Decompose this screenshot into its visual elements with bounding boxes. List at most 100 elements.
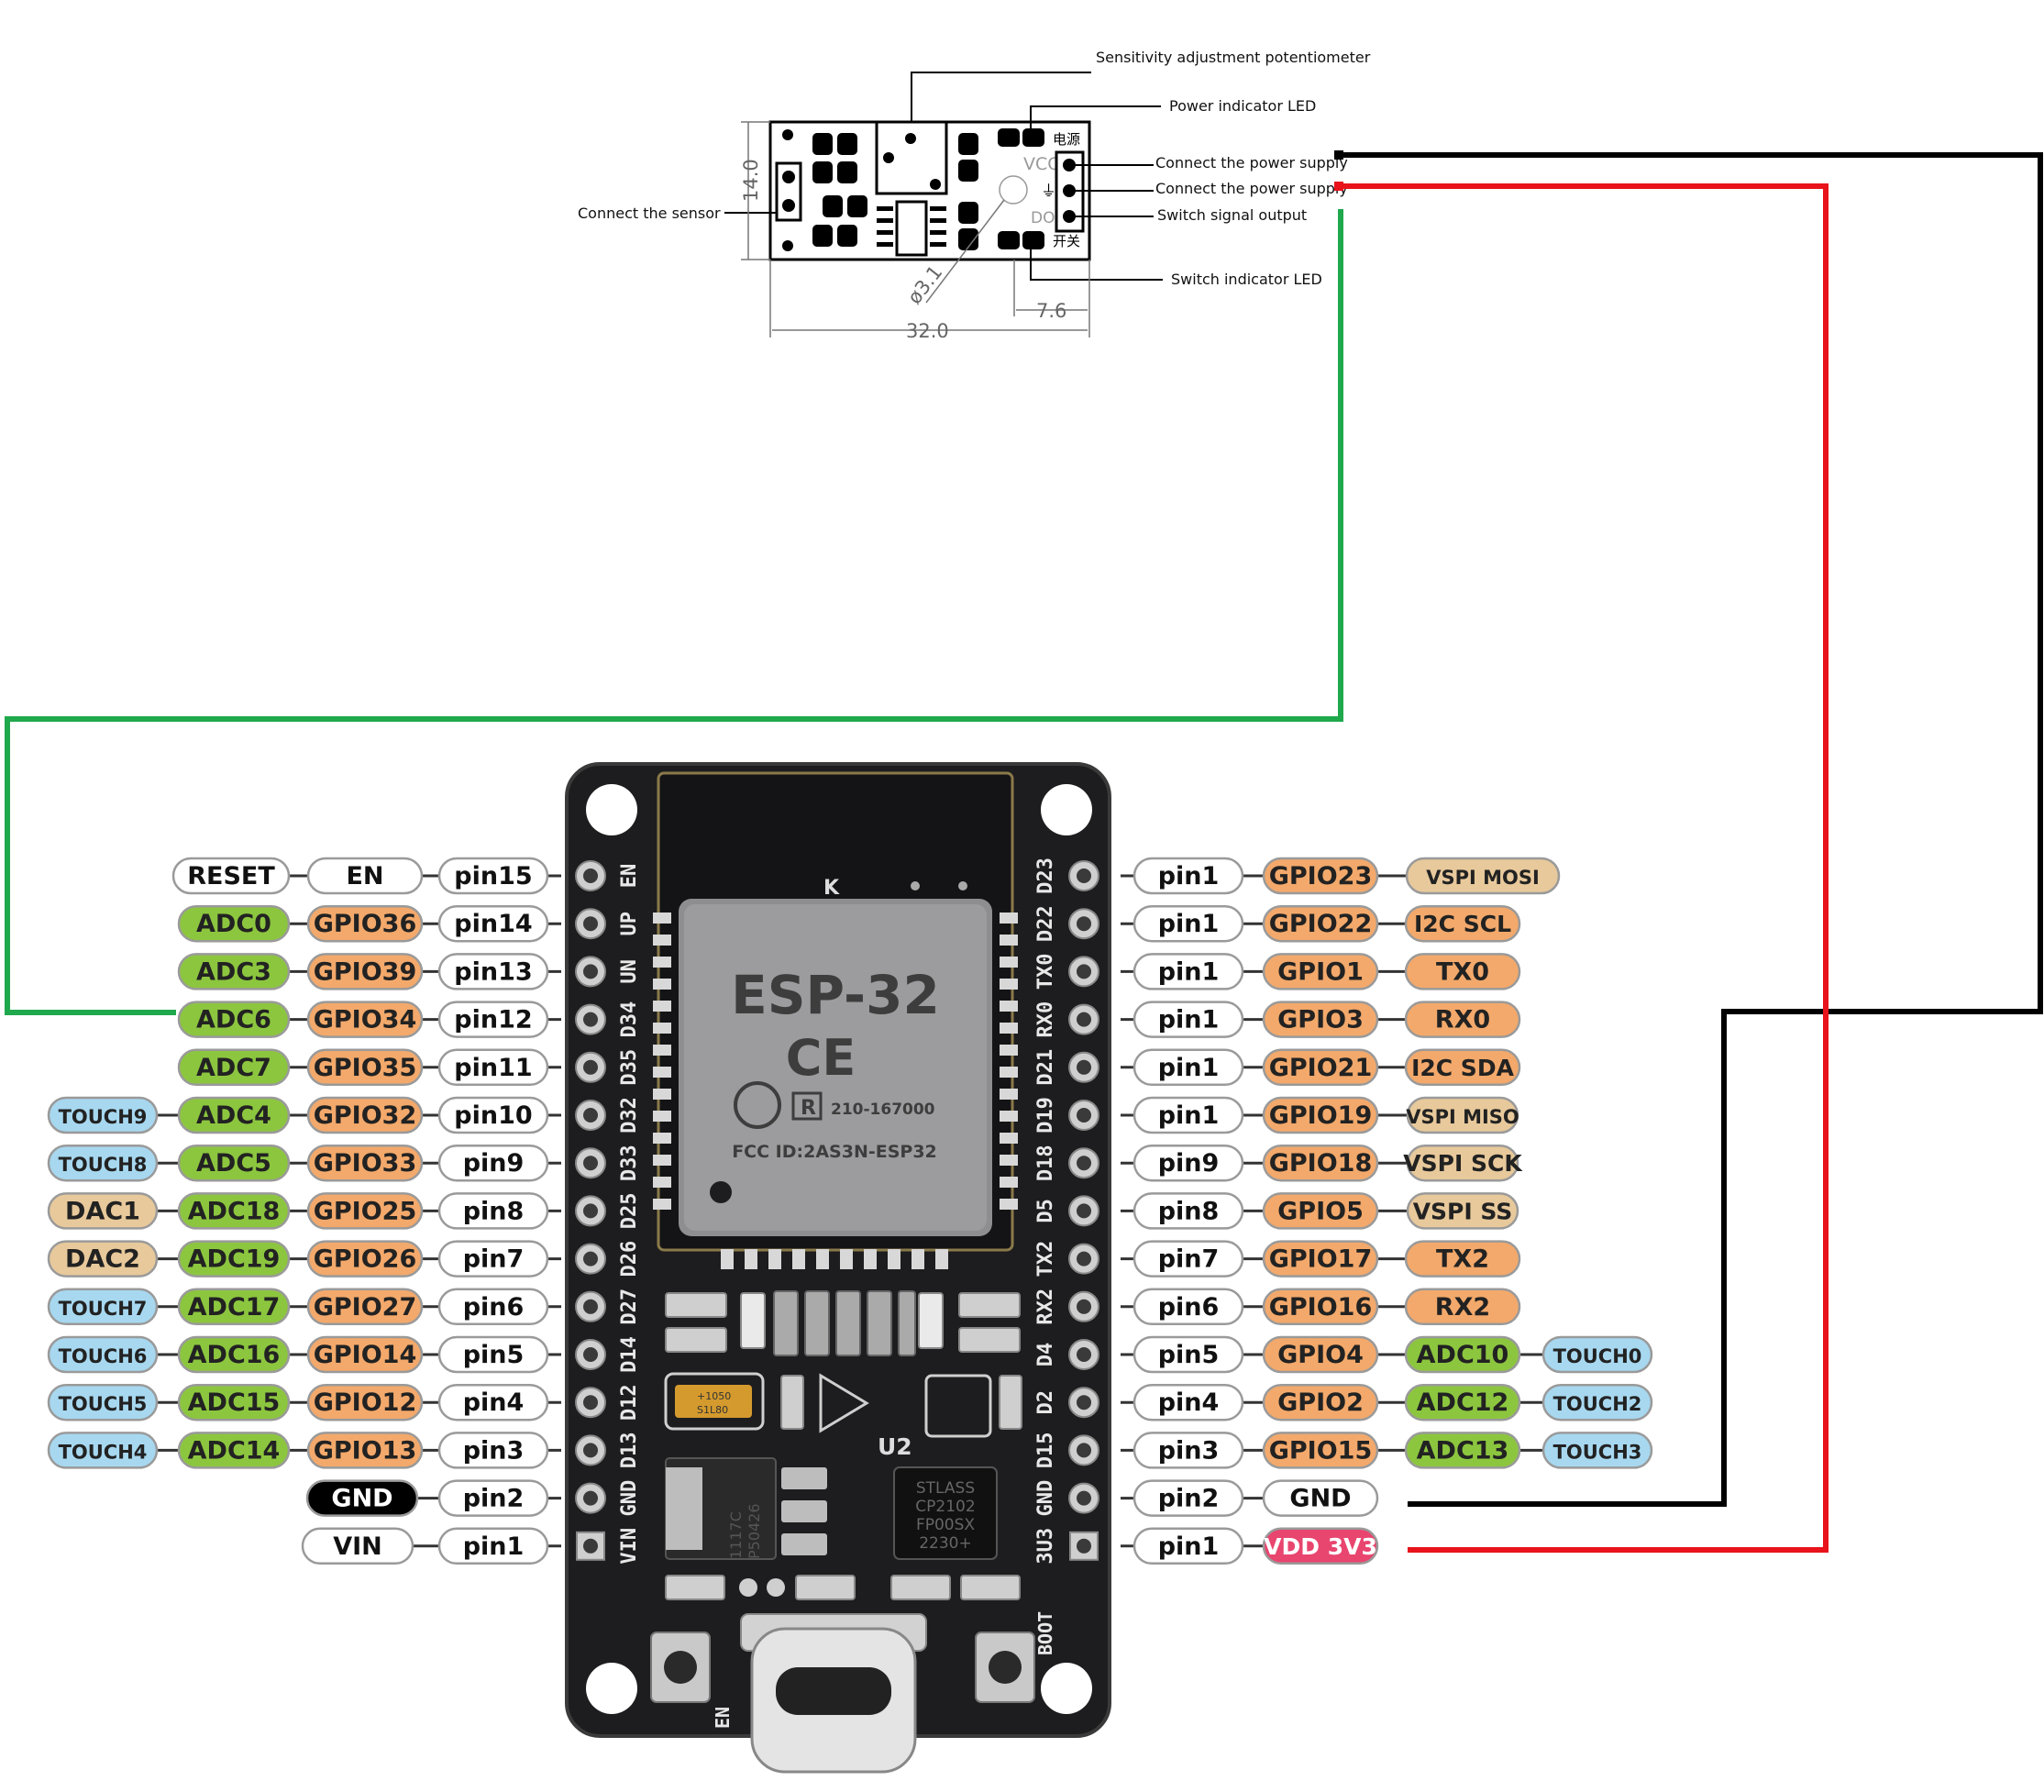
pin-label-bg: [437, 1527, 549, 1565]
pin-label-text: TOUCH7: [59, 1298, 148, 1320]
header-pin-hole: [1077, 1443, 1091, 1458]
pin-label-pin10: pin10: [437, 1096, 549, 1134]
header-pin-hole: [583, 868, 598, 883]
esp32-board: K ESP-32 CE R 210-167000 FCC ID:2AS3N-ES…: [565, 762, 1111, 1774]
pin-label-bg: [437, 1335, 549, 1374]
pin-label-bg: [1262, 904, 1379, 943]
switch-led-pad: [998, 231, 1020, 249]
pin-label-text: GPIO32: [314, 1101, 417, 1130]
castellation: [653, 1045, 671, 1056]
boot-button-cap[interactable]: [989, 1651, 1022, 1684]
pin-label-bg: [47, 1432, 159, 1469]
pin-label-bg: [437, 1001, 549, 1038]
header-pin-hole: [1077, 1251, 1091, 1267]
pin-label-touch3: TOUCH3: [1541, 1432, 1653, 1469]
header-pin-hole: [1077, 1538, 1091, 1554]
pin-label-bg: [1262, 1383, 1379, 1421]
pin-label-text: ADC17: [188, 1293, 281, 1322]
pin-label-bg: [1262, 1479, 1379, 1517]
pin-label-bg: [47, 1192, 159, 1230]
pin-label-text: TOUCH8: [59, 1154, 148, 1176]
pin-label-bg: [1132, 904, 1244, 943]
pin-label-text: GPIO33: [314, 1149, 417, 1178]
silk-right-tx0: TX0: [1034, 954, 1057, 990]
pin-label-text: ADC4: [196, 1101, 271, 1130]
pin-label-adc4: ADC4: [177, 1096, 291, 1134]
pin-label-pin9: pin9: [437, 1144, 549, 1182]
pin-label-bg: [177, 1383, 291, 1421]
pin-label-text: GPIO23: [1269, 862, 1373, 890]
pin-label-bg: [1404, 953, 1521, 990]
pin-label-bg: [47, 1144, 159, 1182]
castellation: [653, 913, 671, 924]
power-led-pad: [1022, 128, 1044, 147]
header-pin-hole: [583, 916, 598, 932]
callout-sensor: Connect the sensor: [578, 205, 721, 222]
pin-label-gpio3: GPIO3: [1262, 1001, 1379, 1038]
smd-pad: [847, 195, 867, 217]
pin-label-bg: [177, 1432, 291, 1469]
pin-label-bg: [1404, 1383, 1521, 1421]
switch-led-pad: [1022, 231, 1044, 249]
pin-label-bg: [1262, 1432, 1379, 1469]
pin-label-text: pin1: [1158, 1101, 1220, 1130]
castellation: [864, 1249, 877, 1269]
pin-label-adc19: ADC19: [177, 1240, 291, 1278]
pin-label-bg: [306, 1335, 424, 1374]
pin-label-text: EN: [346, 862, 383, 890]
pin-label-text: pin6: [463, 1293, 525, 1322]
pin-label-text: pin1: [1158, 1006, 1220, 1034]
pin-label-text: pin1: [1158, 862, 1220, 890]
mount-hole-outline: [999, 175, 1028, 205]
usb-c-opening: [776, 1667, 891, 1715]
smd-pad: [958, 228, 978, 250]
castellation: [653, 957, 671, 968]
silk-right-d21: D21: [1034, 1049, 1057, 1086]
pin-label-bg: [177, 1288, 291, 1326]
pin-label-bg: [1404, 1001, 1521, 1038]
pin-label-bg: [437, 1383, 549, 1421]
pin-label-text: GPIO21: [1269, 1054, 1373, 1082]
pin-label-text: pin3: [463, 1436, 525, 1465]
pin-label-text: GPIO17: [1269, 1245, 1373, 1274]
mount-hole: [1041, 1663, 1092, 1714]
pin-label-text: GPIO13: [314, 1436, 417, 1465]
en-button-cap[interactable]: [664, 1651, 697, 1684]
pin-label-i2c-sda: I2C SDA: [1404, 1048, 1521, 1087]
silk-left-d35: D35: [618, 1049, 641, 1086]
header-pin-hole: [1077, 1108, 1091, 1123]
usb-chip-line-3: FP00SX: [916, 1516, 975, 1534]
pin-label-bg: [306, 1383, 424, 1421]
pin-label-bg: [1262, 953, 1379, 990]
callout-gnd: Connect the power supply: [1155, 180, 1348, 197]
silk-right-rx2: RX2: [1034, 1289, 1057, 1325]
left-header-pins: [575, 860, 606, 1561]
pin-label-pin3: pin3: [437, 1432, 549, 1469]
pin-label-text: ADC14: [188, 1436, 281, 1465]
regulator-label-2: P50426: [746, 1503, 763, 1559]
pin-label-bg: [171, 857, 291, 895]
dimension-lines: [741, 121, 1090, 337]
u2-label: U2: [878, 1433, 912, 1460]
header-pin-hole: [583, 1203, 598, 1219]
pin-label-bg: [1262, 1335, 1379, 1374]
pin-label-text: GPIO25: [314, 1197, 417, 1225]
esp32-chip-face: [684, 904, 987, 1231]
castellation: [745, 1249, 757, 1269]
pin-label-pin2: pin2: [1132, 1479, 1244, 1517]
pin-label-bg: [1132, 1479, 1244, 1517]
pin-label-bg: [437, 1432, 549, 1469]
pin-label-text: pin8: [1158, 1197, 1220, 1225]
pin-label-bg: [437, 1192, 549, 1230]
silk-left-en: EN: [618, 864, 641, 889]
pin-label-text: I2C SDA: [1411, 1055, 1515, 1081]
pin-label-text: ADC3: [196, 957, 271, 986]
silk-right-d4: D4: [1034, 1343, 1057, 1367]
pin-label-text: TX0: [1436, 957, 1489, 986]
pin-label-bg: [306, 1144, 424, 1182]
pin-label-bg: [306, 1288, 424, 1326]
pin-label-text: pin1: [1158, 910, 1220, 938]
pin-label-text: pin9: [463, 1149, 525, 1178]
